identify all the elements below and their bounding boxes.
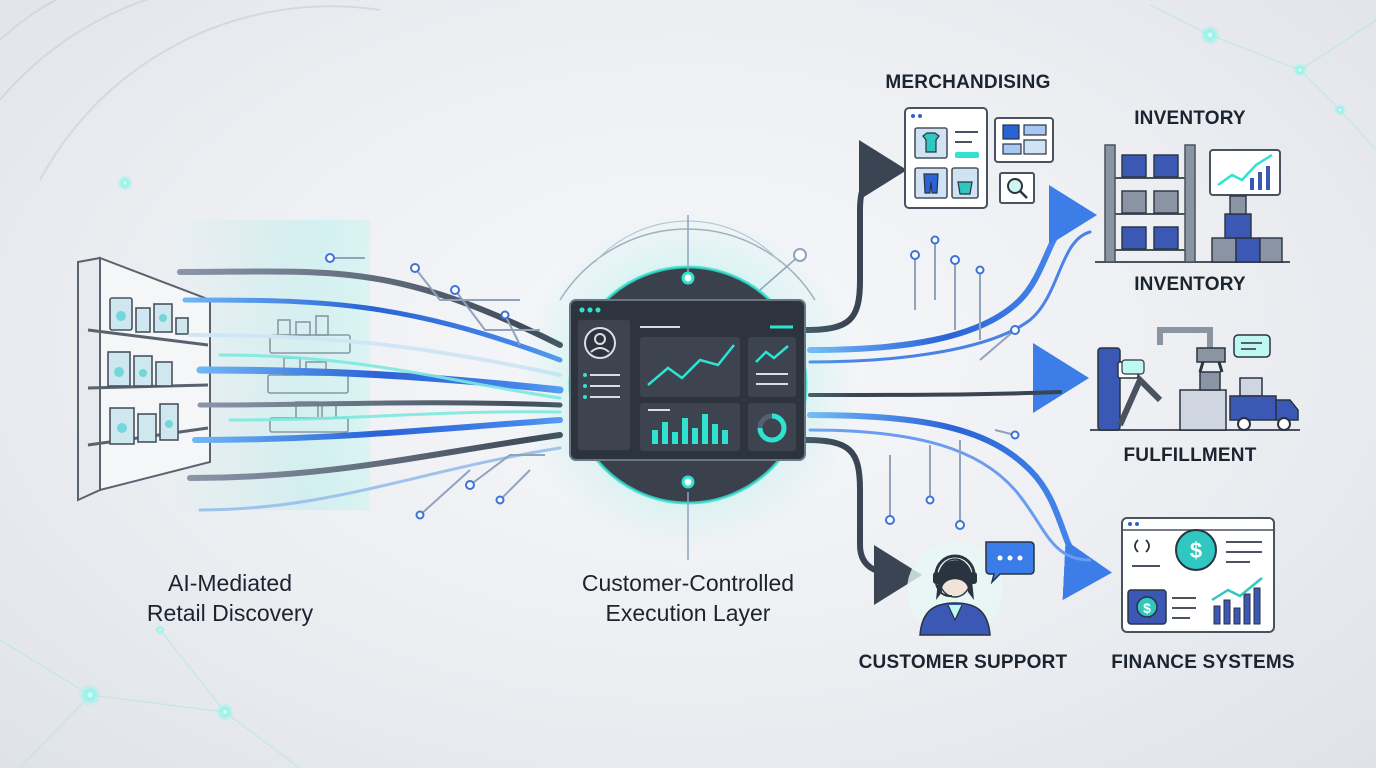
inventory-label-mid: INVENTORY	[1134, 274, 1246, 295]
inventory-icon	[1095, 144, 1290, 263]
magnifier-icon	[1007, 178, 1023, 194]
hub-label-line2: Execution Layer	[605, 600, 771, 626]
constellation-network	[0, 4, 1376, 768]
merchandising-icon	[904, 107, 1054, 209]
bar-chart-icon	[652, 414, 728, 444]
retail-shelf-illustration	[77, 220, 370, 510]
finance-systems-label: FINANCE SYSTEMS	[1111, 652, 1295, 673]
finance-systems-icon: $ $	[1121, 517, 1275, 633]
circuit-nodes	[325, 253, 545, 520]
fulfillment-icon	[1090, 327, 1300, 431]
background-arcs	[0, 0, 381, 181]
inbound-flow-lines	[177, 268, 564, 512]
svg-text:$: $	[1143, 600, 1151, 616]
source-label: AI-Mediated Retail Discovery	[130, 568, 330, 628]
customer-support-icon	[907, 541, 1035, 638]
chat-bubble-icon	[985, 541, 1035, 585]
svg-text:$: $	[1190, 538, 1202, 563]
inventory-label-top: INVENTORY	[1134, 108, 1246, 129]
hub-label-line1: Customer-Controlled	[581, 570, 795, 596]
source-label-line2: Retail Discovery	[146, 600, 314, 626]
hub-label: Customer-Controlled Execution Layer	[560, 568, 816, 628]
trend-line-icon	[647, 344, 735, 386]
glow-dots	[79, 25, 1346, 721]
dollar-coin-icon	[1175, 529, 1217, 571]
merchandising-label: MERCHANDISING	[885, 72, 1051, 93]
fulfillment-label: FULFILLMENT	[1123, 445, 1257, 466]
source-label-line1: AI-Mediated	[167, 570, 292, 596]
dashboard-panel	[569, 299, 806, 461]
customer-support-label: CUSTOMER SUPPORT	[858, 652, 1068, 673]
outbound-circuit-nodes	[885, 235, 1020, 530]
